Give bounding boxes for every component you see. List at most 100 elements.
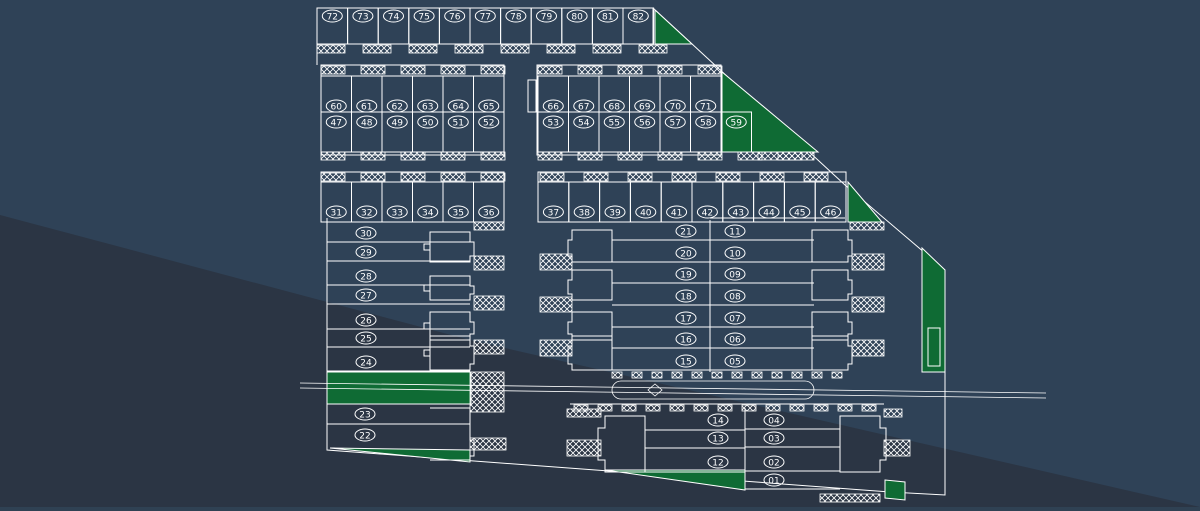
hatch-strip xyxy=(671,172,697,182)
plot-number-ring xyxy=(675,332,697,346)
plot-number: 19 xyxy=(680,271,692,281)
hatch-block xyxy=(539,253,573,271)
plot-number: 74 xyxy=(388,13,400,23)
plot-number: 62 xyxy=(392,103,403,113)
plot-number-ring xyxy=(356,115,378,129)
plot-number-ring xyxy=(542,99,564,113)
plot-number: 63 xyxy=(422,103,433,113)
plot-number: 71 xyxy=(700,103,711,113)
plot-number: 58 xyxy=(700,119,712,129)
plot-number-ring xyxy=(664,99,686,113)
hatch-strip xyxy=(577,65,603,75)
hatch-strip xyxy=(697,151,723,161)
hatch-strip xyxy=(320,172,346,182)
hatch-strip xyxy=(657,151,683,161)
plot-label: 62 xyxy=(386,99,408,113)
plot-number-ring xyxy=(355,355,377,369)
hatch-strip xyxy=(400,172,426,182)
plot-number-ring xyxy=(763,431,785,445)
plot-number: 31 xyxy=(331,209,342,219)
hatch-strip xyxy=(638,44,668,54)
hatch-strip xyxy=(861,404,877,412)
hatch-strip xyxy=(715,172,741,182)
plot-label: 51 xyxy=(447,115,469,129)
green-right-strip xyxy=(921,246,946,373)
plot-number-ring xyxy=(724,354,746,368)
hatch-strip xyxy=(360,172,386,182)
plot-label: 27 xyxy=(355,288,377,302)
plot-number: 29 xyxy=(360,249,372,259)
plot-number: 54 xyxy=(578,119,590,129)
plot-number-ring xyxy=(355,269,377,283)
hatch-strip xyxy=(480,65,506,75)
hatch-strip xyxy=(741,404,757,412)
hatch-strip xyxy=(697,65,723,75)
plot-number: 66 xyxy=(548,103,560,113)
plot-number-ring xyxy=(354,428,376,442)
plot-number-ring xyxy=(478,205,500,219)
plot-number-ring xyxy=(413,9,435,23)
hatch-strip xyxy=(621,404,637,412)
hatch-strip xyxy=(717,404,733,412)
plot-label: 10 xyxy=(724,246,746,260)
plot-number: 17 xyxy=(680,315,691,325)
hatch-block xyxy=(473,295,505,311)
plot-label: 42 xyxy=(696,205,718,219)
plot-number: 77 xyxy=(480,13,491,23)
plot-label: 40 xyxy=(635,205,657,219)
plot-label: 65 xyxy=(478,99,500,113)
plot-number: 43 xyxy=(732,209,743,219)
plot-label: 78 xyxy=(505,9,527,23)
plot-number-ring xyxy=(707,431,729,445)
plot-number: 59 xyxy=(731,119,743,129)
plot-number: 24 xyxy=(360,359,372,369)
building-outline xyxy=(597,415,646,473)
utility-box xyxy=(423,322,431,330)
hatch-strip xyxy=(539,172,565,182)
plot-label: 17 xyxy=(675,311,697,325)
plot-label: 01 xyxy=(763,473,785,487)
hatch-strip xyxy=(617,65,643,75)
hatch-strip xyxy=(757,151,815,161)
plot-label: 09 xyxy=(724,267,746,281)
plot-number: 27 xyxy=(360,292,371,302)
building-outline xyxy=(839,415,887,473)
plot-number-ring xyxy=(695,115,717,129)
plot-label: 79 xyxy=(536,9,557,23)
plot-label: 15 xyxy=(675,354,697,368)
plot-number: 60 xyxy=(331,103,343,113)
plot-label: 22 xyxy=(354,428,376,442)
plot-label: 72 xyxy=(321,9,343,23)
plot-label: 63 xyxy=(417,99,439,113)
plot-label: 69 xyxy=(634,99,656,113)
hatch-strip xyxy=(480,151,506,161)
hatch-strip xyxy=(537,151,563,161)
hatch-strip xyxy=(751,371,763,379)
plot-label: 53 xyxy=(542,115,564,129)
hatch-strip xyxy=(537,65,563,75)
hatch-strip xyxy=(693,404,709,412)
plot-label: 39 xyxy=(604,205,626,219)
plot-number-ring xyxy=(542,205,564,219)
building-outline xyxy=(567,335,613,371)
plot-label: 34 xyxy=(417,205,439,219)
plot-number: 64 xyxy=(453,103,465,113)
plot-number: 40 xyxy=(640,209,652,219)
plot-number: 08 xyxy=(729,293,741,303)
plot-label: 67 xyxy=(573,99,595,113)
plot-label: 76 xyxy=(444,9,466,23)
plot-number: 47 xyxy=(331,119,342,129)
plot-number: 32 xyxy=(361,209,372,219)
plot-number-ring xyxy=(696,205,718,219)
plot-number: 38 xyxy=(578,209,590,219)
hatch-block xyxy=(539,339,573,357)
plot-label: 06 xyxy=(724,332,746,346)
plot-number-ring xyxy=(444,9,466,23)
plot-number: 35 xyxy=(453,209,464,219)
plot-number: 55 xyxy=(609,119,620,129)
building-outline xyxy=(567,269,613,301)
plot-label: 74 xyxy=(383,9,404,23)
hatch-strip xyxy=(360,151,386,161)
hatch-strip xyxy=(671,371,683,379)
